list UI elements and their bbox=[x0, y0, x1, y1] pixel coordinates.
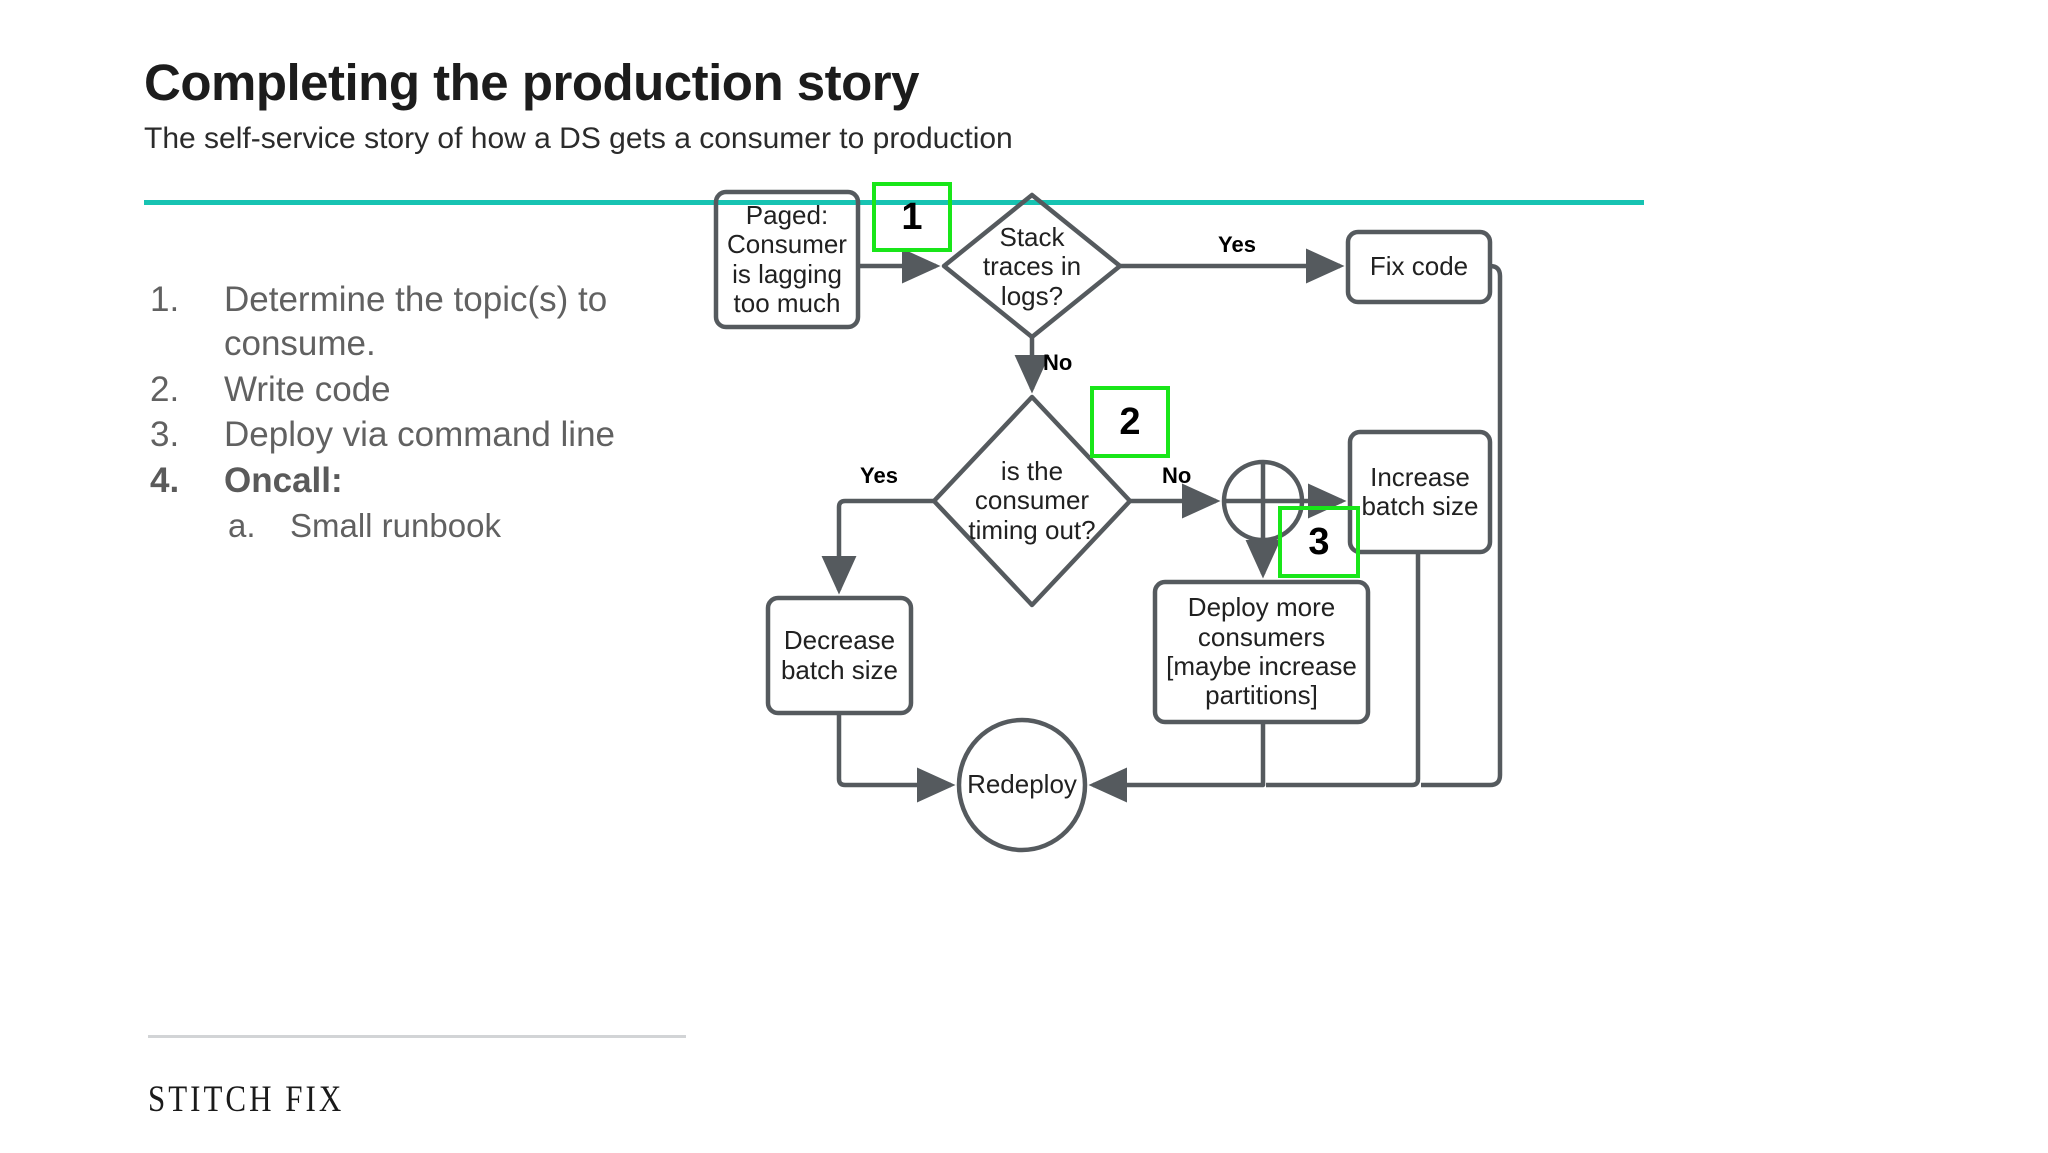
flowchart-svg bbox=[713, 189, 1503, 853]
list-item-label: Determine the topic(s) to consume. bbox=[224, 280, 608, 363]
edge-fixcode-to-redeploy bbox=[1421, 263, 1503, 788]
list-item: 3. Deploy via command line bbox=[150, 413, 710, 457]
edge-decrease-to-redeploy bbox=[836, 713, 956, 803]
steps-list: 1. Determine the topic(s) to consume. 2.… bbox=[150, 278, 710, 548]
edge-label-stack-no: No bbox=[1043, 350, 1073, 375]
list-item-sub: a. Small runbook bbox=[150, 505, 710, 546]
list-item: 2. Write code bbox=[150, 368, 710, 412]
list-item: 4. Oncall: bbox=[150, 459, 710, 503]
page-subtitle: The self-service story of how a DS gets … bbox=[144, 122, 1013, 156]
list-item-marker: 3. bbox=[150, 415, 180, 455]
edge-label-timing-yes: Yes bbox=[860, 463, 898, 488]
list-item-label: Deploy via command line bbox=[224, 415, 616, 455]
list-item-label: Small runbook bbox=[290, 506, 501, 544]
flowchart-diagram: Paged: Consumer is lagging too much Stac… bbox=[700, 170, 2048, 1100]
node-decrease-batch-shape bbox=[765, 595, 914, 716]
edge-increase-to-redeploy bbox=[1266, 552, 1421, 788]
list-item-marker: 1. bbox=[150, 280, 180, 319]
list-item-marker: a. bbox=[228, 506, 256, 544]
slide-header: Completing the production story The self… bbox=[144, 55, 1904, 156]
footer-divider bbox=[148, 1035, 686, 1038]
page-title: Completing the production story bbox=[144, 54, 919, 111]
header-accent-rule bbox=[144, 200, 1644, 205]
list-item-label: Write code bbox=[224, 369, 391, 409]
node-timing-out-shape bbox=[931, 394, 1133, 608]
list-item: 1. Determine the topic(s) to consume. bbox=[150, 278, 710, 366]
brand-logo: STITCH FIX bbox=[148, 1078, 345, 1120]
edge-label-timing-no: No bbox=[1162, 463, 1192, 488]
callout-badge-1: 1 bbox=[872, 182, 952, 252]
edge-deploy-to-redeploy bbox=[1088, 722, 1266, 803]
node-fix-code-shape bbox=[1345, 229, 1493, 305]
list-item-marker: 2. bbox=[150, 369, 180, 409]
edge-label-stack-yes: Yes bbox=[1218, 232, 1256, 257]
node-paged-shape bbox=[713, 189, 861, 330]
node-redeploy-shape bbox=[956, 717, 1088, 853]
callout-badge-2: 2 bbox=[1090, 386, 1170, 458]
list-item-label: Oncall: bbox=[224, 461, 343, 500]
node-stack-traces-shape bbox=[941, 192, 1123, 340]
list-item-marker: 4. bbox=[150, 461, 180, 500]
node-deploy-more-shape bbox=[1152, 579, 1371, 725]
callout-badge-3: 3 bbox=[1278, 506, 1360, 578]
node-increase-batch-shape bbox=[1347, 429, 1493, 555]
edge-timing-yes-to-decrease bbox=[821, 498, 934, 595]
